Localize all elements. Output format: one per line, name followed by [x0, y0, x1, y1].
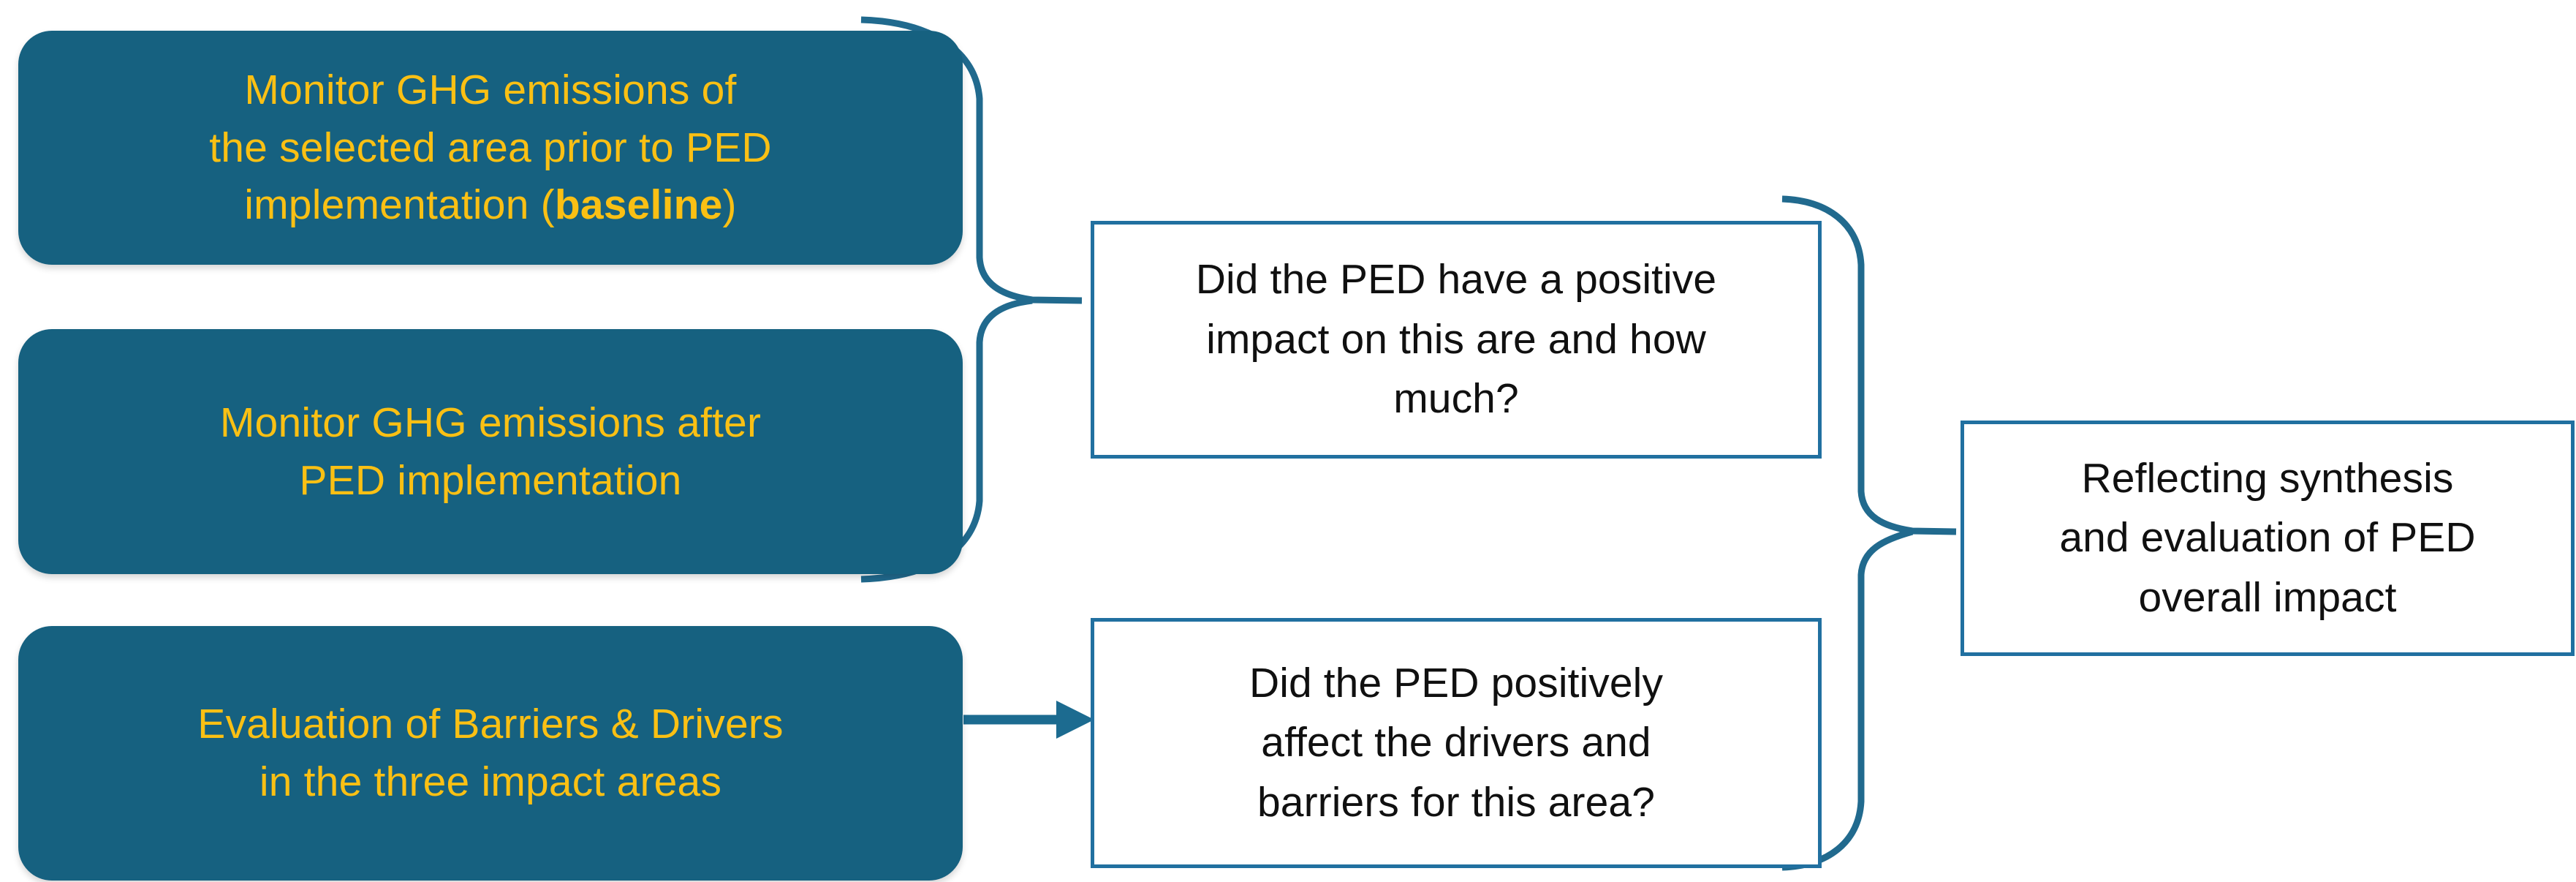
node-baseline-monitoring[interactable]: Monitor GHG emissions of the selected ar…: [18, 31, 963, 265]
node-barriers-drivers-evaluation[interactable]: Evaluation of Barriers & Drivers in the …: [18, 626, 963, 881]
node-reflecting-synthesis-label: Reflecting synthesis and evaluation of P…: [2059, 454, 2476, 621]
node-question-drivers-barriers-label: Did the PED positively affect the driver…: [1249, 659, 1664, 826]
node-question-ped-impact-label: Did the PED have a positive impact on th…: [1195, 256, 1717, 423]
node-reflecting-synthesis[interactable]: Reflecting synthesis and evaluation of P…: [1961, 421, 2575, 656]
node-after-implementation-label: Monitor GHG emissions after PED implemen…: [219, 399, 762, 504]
node-question-ped-impact[interactable]: Did the PED have a positive impact on th…: [1091, 221, 1822, 459]
node-baseline-monitoring-label: Monitor GHG emissions of the selected ar…: [209, 67, 772, 229]
node-after-implementation-monitoring[interactable]: Monitor GHG emissions after PED implemen…: [18, 329, 963, 574]
baseline-emphasis: baseline: [554, 181, 723, 229]
arrow-barriers-to-question-drivers: [963, 701, 1094, 739]
node-barriers-drivers-label: Evaluation of Barriers & Drivers in the …: [197, 701, 784, 805]
node-question-drivers-barriers[interactable]: Did the PED positively affect the driver…: [1091, 618, 1822, 868]
